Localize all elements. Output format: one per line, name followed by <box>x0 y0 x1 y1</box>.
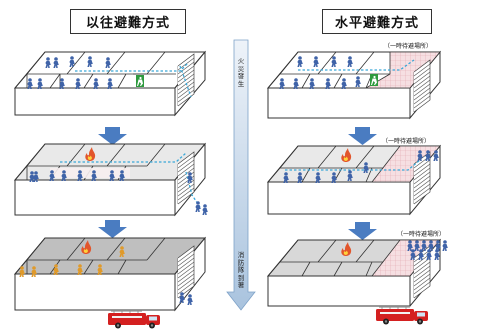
timeline-end-label: 消防隊到著 <box>237 251 245 289</box>
left-floor-1-route <box>75 62 189 72</box>
left-column-title: 以往避難方式 <box>70 9 186 34</box>
left-step-arrow-1 <box>98 127 127 145</box>
refuge-label-3: （一時待避場所） <box>397 231 446 238</box>
right-column-title: 水平避難方式 <box>322 9 432 34</box>
exit-sign-icon <box>136 75 144 87</box>
left-floor-3 <box>13 236 207 312</box>
right-step-arrow-1 <box>348 127 377 145</box>
left-step-arrow-2 <box>98 220 127 238</box>
refuge-label-2: （一時待避場所） <box>382 138 431 145</box>
right-step-arrow-2 <box>348 222 377 240</box>
timeline-start-label: 火災發生 <box>237 57 245 88</box>
timeline-arrow <box>226 39 256 311</box>
fire-truck-icon <box>107 310 161 330</box>
refuge-label-1: （一時待避場所） <box>384 43 433 50</box>
